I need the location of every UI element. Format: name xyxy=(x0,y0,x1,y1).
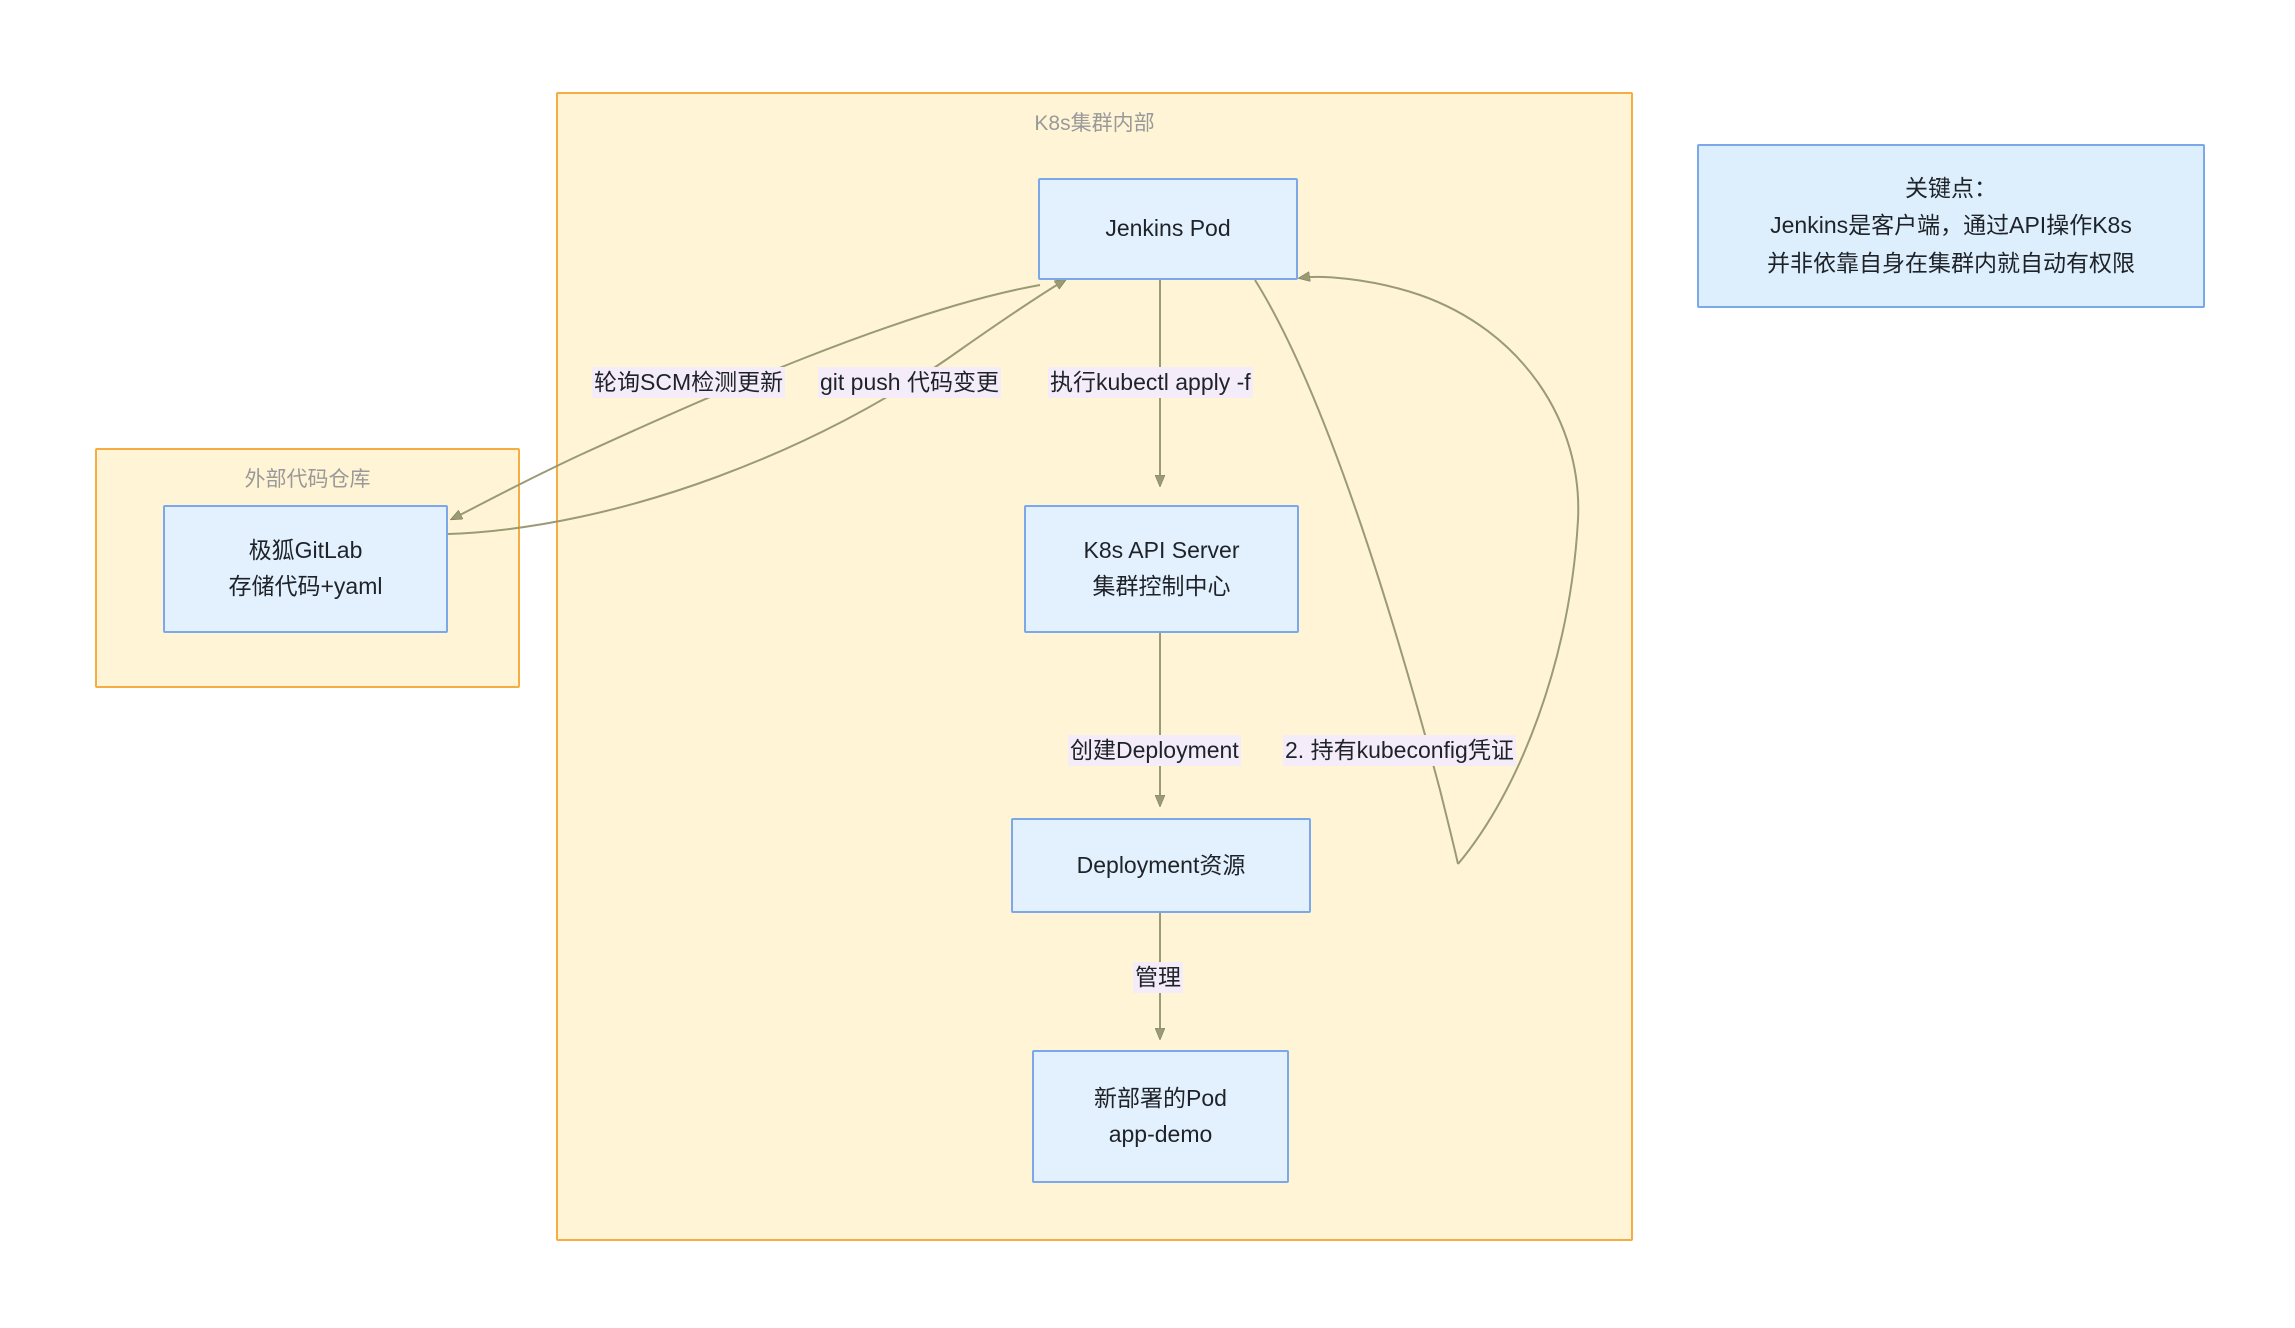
note-key-point: 关键点： Jenkins是客户端，通过API操作K8s 并非依靠自身在集群内就自… xyxy=(1697,144,2205,308)
edge-label-poll-scm: 轮询SCM检测更新 xyxy=(592,367,786,398)
cluster-external-repo-title: 外部代码仓库 xyxy=(244,468,371,491)
node-deployment-resource[interactable]: Deployment资源 xyxy=(1011,818,1311,913)
node-jenkins-pod[interactable]: Jenkins Pod xyxy=(1038,178,1298,280)
edge-label-manage: 管理 xyxy=(1133,962,1183,993)
note-key-point-line-3: 并非依靠自身在集群内就自动有权限 xyxy=(1767,249,2135,276)
node-new-pod-line-2: app-demo xyxy=(1108,1120,1213,1147)
node-new-pod-line-1: 新部署的Pod xyxy=(1094,1084,1227,1111)
edge-label-kubectl-apply: 执行kubectl apply -f xyxy=(1048,367,1253,398)
node-deployment-resource-line-1: Deployment资源 xyxy=(1076,851,1246,878)
edge-label-kubeconfig: 2. 持有kubeconfig凭证 xyxy=(1283,735,1516,766)
node-k8s-api-server-line-2: 集群控制中心 xyxy=(1092,573,1231,599)
node-new-pod[interactable]: 新部署的Pod app-demo xyxy=(1032,1050,1289,1183)
node-jenkins-pod-line-1: Jenkins Pod xyxy=(1105,215,1231,242)
node-k8s-api-server[interactable]: K8s API Server 集群控制中心 xyxy=(1024,505,1299,633)
node-gitlab-line-1: 极狐GitLab xyxy=(248,537,363,564)
note-key-point-line-2: Jenkins是客户端，通过API操作K8s xyxy=(1770,212,2132,239)
edge-label-git-push: git push 代码变更 xyxy=(818,367,1001,398)
node-k8s-api-server-line-1: K8s API Server xyxy=(1083,537,1240,564)
node-gitlab[interactable]: 极狐GitLab 存储代码+yaml xyxy=(163,505,448,633)
edge-label-create-deployment: 创建Deployment xyxy=(1068,735,1241,766)
cluster-k8s-internal-title: K8s集群内部 xyxy=(1034,112,1155,135)
node-gitlab-line-2: 存储代码+yaml xyxy=(228,573,383,599)
note-key-point-line-1: 关键点： xyxy=(1905,175,1997,202)
